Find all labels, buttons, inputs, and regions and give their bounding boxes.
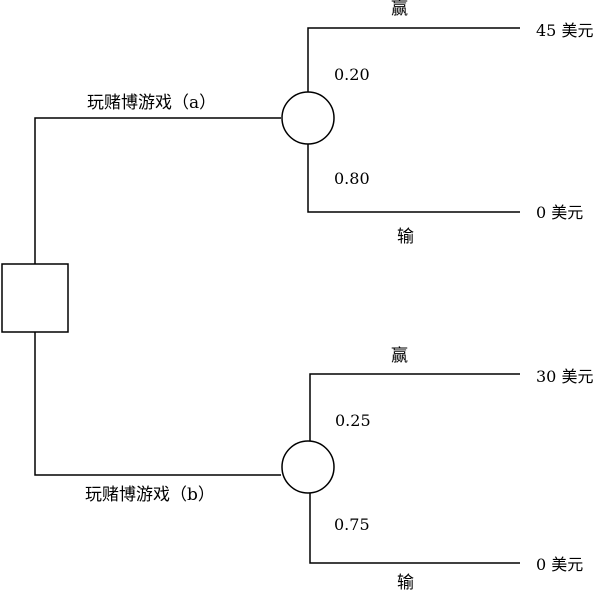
branch-a-win-probability: 0.20: [334, 65, 370, 84]
branch-b-win-payoff: 30 美元: [536, 367, 593, 386]
branch-b-lose-line: [309, 493, 520, 564]
decision-node: [1, 263, 69, 333]
branch-b-win-probability: 0.25: [335, 411, 371, 430]
branch-a-label: 玩赌博游戏（a）: [87, 93, 216, 113]
branch-a-lose-label: 输: [397, 227, 414, 247]
chance-node-b: [281, 440, 335, 494]
branch-a-lose-payoff: 0 美元: [536, 203, 583, 222]
branch-b-lose-probability: 0.75: [334, 515, 370, 534]
branch-a-lose-probability: 0.80: [334, 169, 370, 188]
branch-b-win-label: 赢: [391, 346, 408, 366]
chance-node-a: [281, 91, 335, 145]
branch-a-lose-line: [307, 144, 520, 213]
branch-a-line: [34, 117, 281, 264]
branch-b-line: [34, 332, 281, 476]
branch-b-win-line: [309, 373, 520, 441]
branch-a-win-payoff: 45 美元: [536, 21, 593, 40]
branch-b-label: 玩赌博游戏（b）: [85, 485, 215, 505]
branch-a-win-line: [307, 27, 520, 92]
branch-b-lose-label: 输: [397, 573, 414, 591]
branch-a-win-label: 赢: [391, 0, 408, 19]
branch-b-lose-payoff: 0 美元: [536, 555, 583, 574]
